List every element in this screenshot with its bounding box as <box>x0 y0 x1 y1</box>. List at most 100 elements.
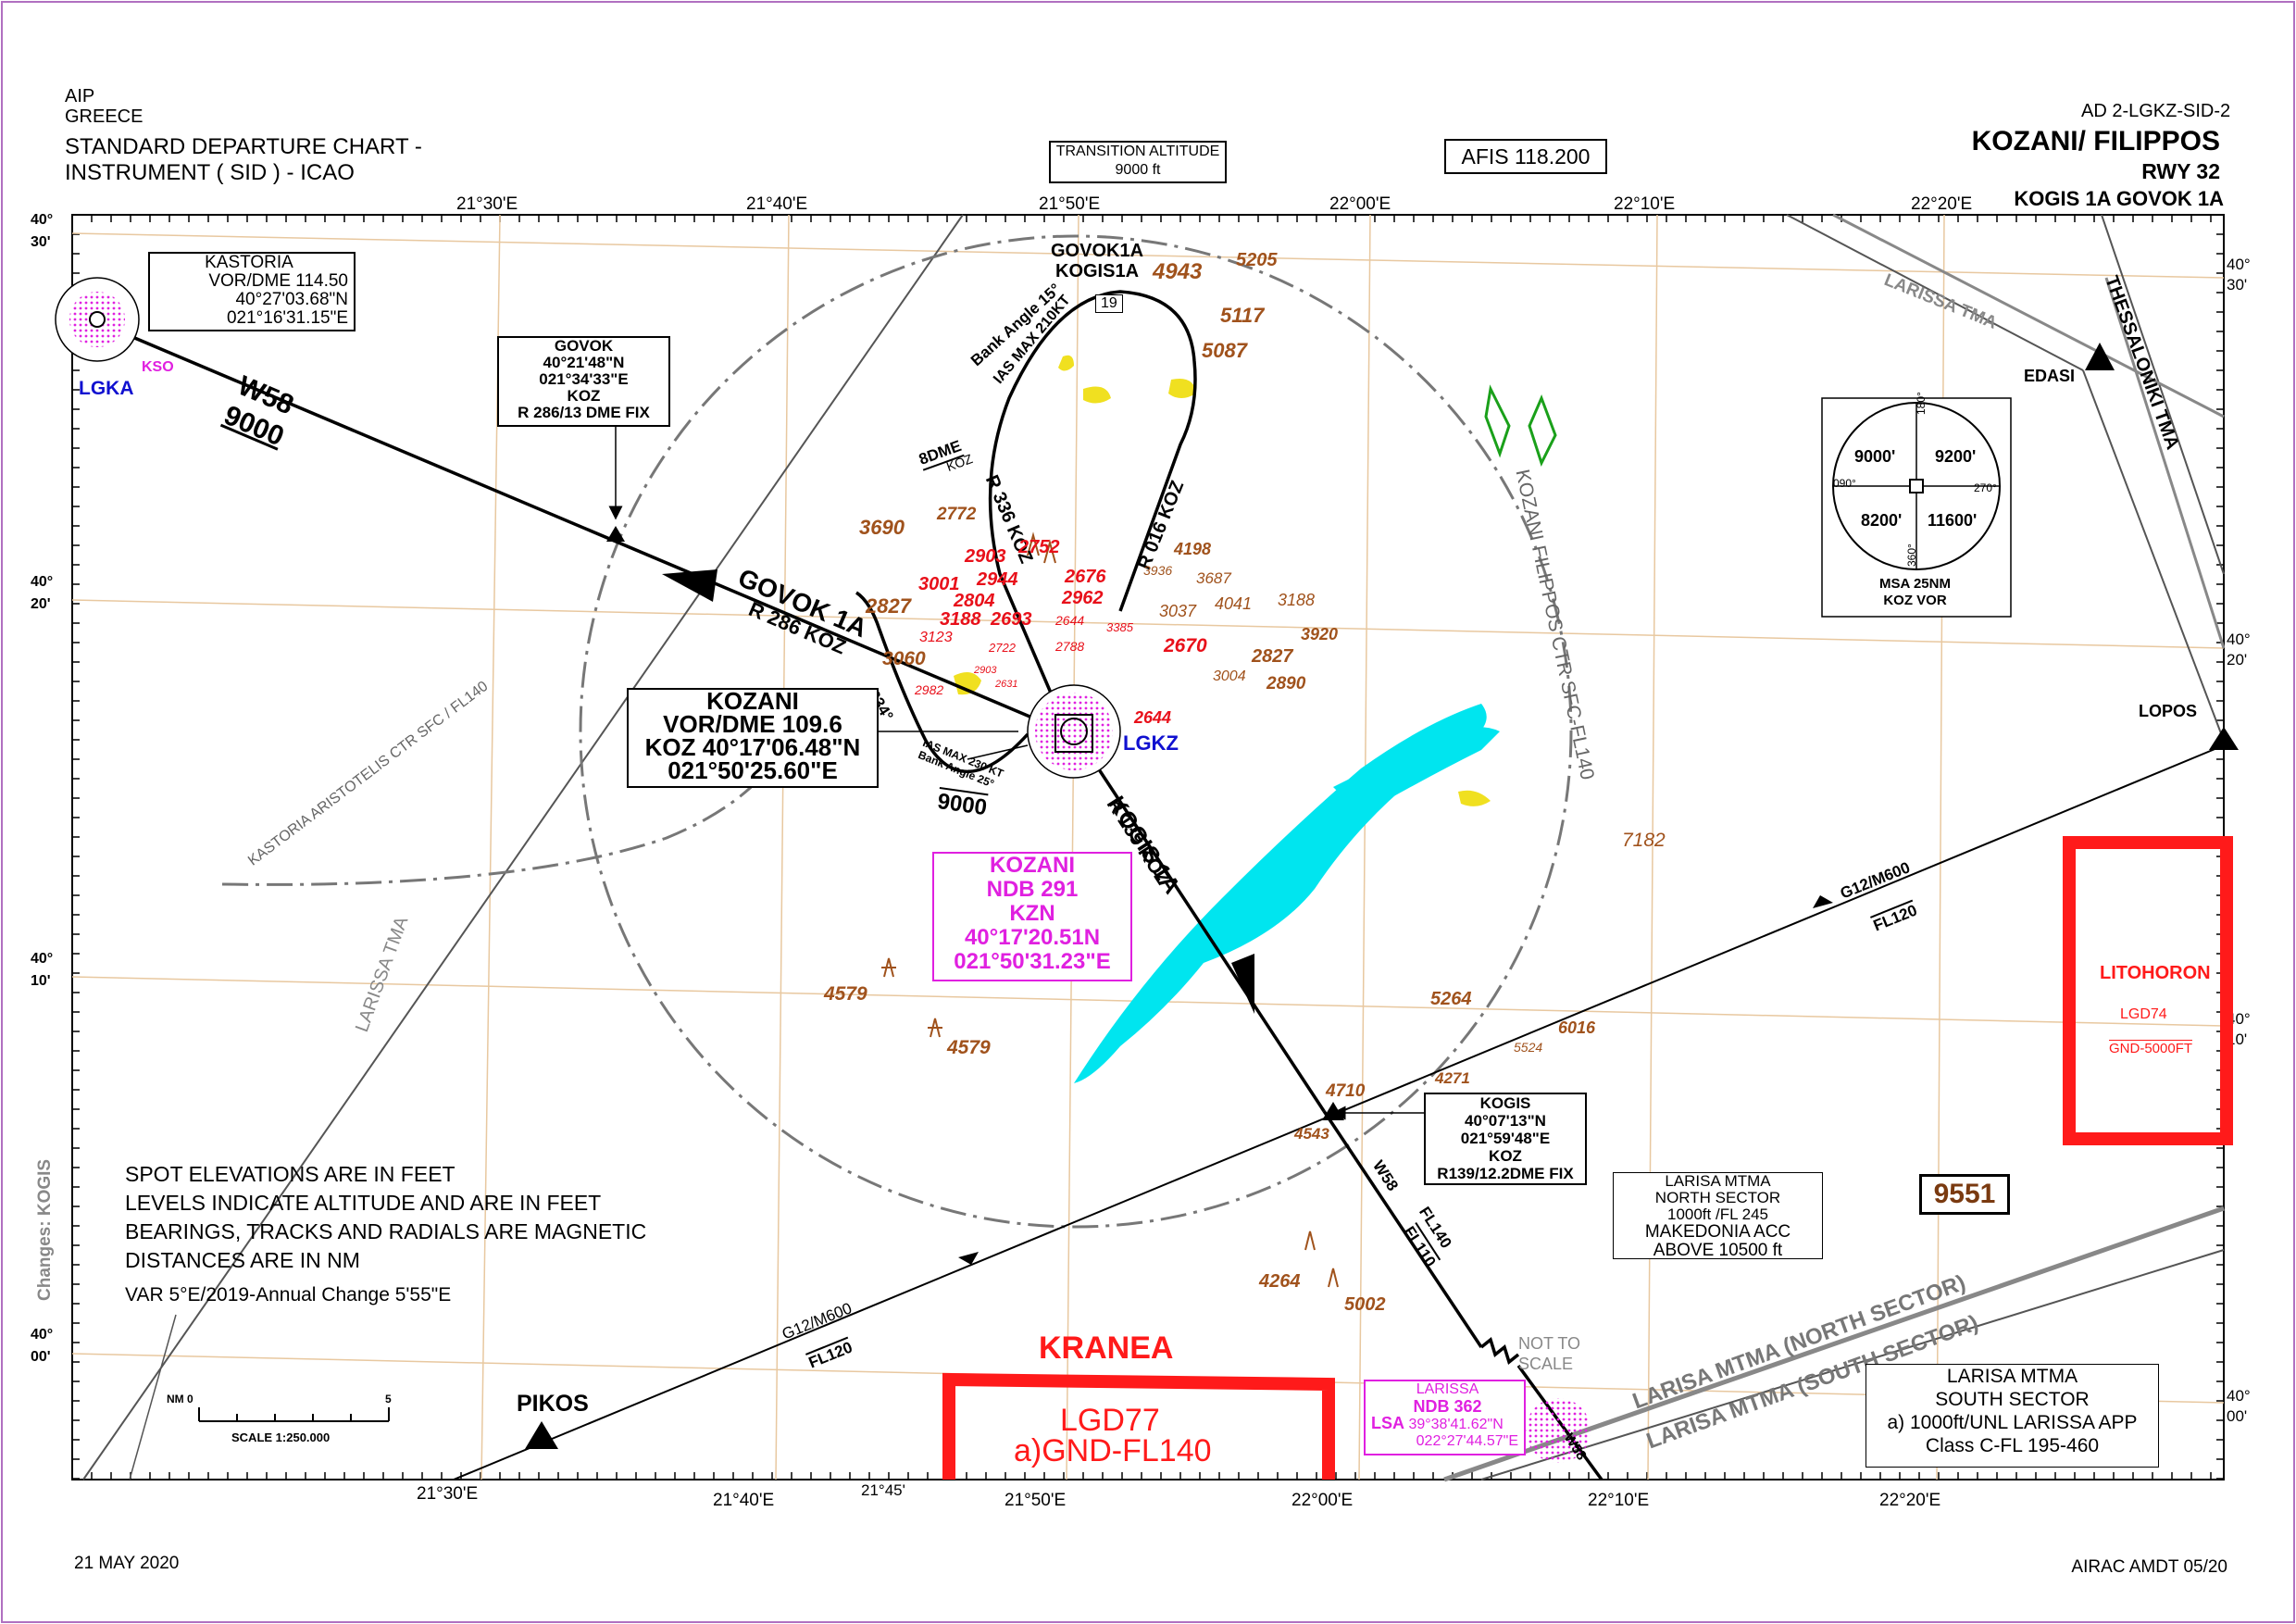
transition-altitude-label: TRANSITION ALTITUDE <box>1055 144 1220 159</box>
kozani-vor-symbol <box>1027 684 1121 779</box>
elev: 3690 <box>859 516 905 539</box>
chart-type-line-2: INSTRUMENT ( SID ) - ICAO <box>65 160 355 185</box>
elev: 5002 <box>1344 1294 1386 1315</box>
lat-left-4030: 40°30' <box>31 212 54 250</box>
elev: 3004 <box>1213 668 1246 684</box>
document-reference: AD 2-LGKZ-SID-2 <box>2081 101 2231 121</box>
elev: 4543 <box>1294 1125 1329 1143</box>
elev: 3060 <box>882 648 926 669</box>
runway-label: RWY 32 <box>2141 159 2220 183</box>
lat-right-4030: 40°30' <box>2227 256 2251 294</box>
transition-altitude-box: TRANSITION ALTITUDE 9000 ft <box>1049 141 1227 183</box>
elev: 2903 <box>965 546 1006 567</box>
kogis-info-box: KOGIS 40°07'13"N 021°59'48"E KOZ R139/12… <box>1424 1093 1587 1185</box>
elev: 3687 <box>1196 569 1231 587</box>
elev: 2722 <box>989 641 1016 655</box>
kozani-vor-box: KOZANI VOR/DME 109.6 KOZ 40°17'06.48"N 0… <box>627 688 879 788</box>
msa-sw: 8200' <box>1861 511 1903 530</box>
msa-360: 360° <box>1905 543 1918 567</box>
chart-type-line-1: STANDARD DEPARTURE CHART - <box>65 134 422 159</box>
kogis-triangle <box>1322 1102 1344 1120</box>
scale-zero: NM 0 <box>167 1393 193 1405</box>
elev: 5087 <box>1202 339 1247 362</box>
kranea-label: KRANEA <box>1039 1330 1174 1366</box>
lon-top-2220: 22°20'E <box>1911 194 1973 214</box>
town-1 <box>1058 355 1074 371</box>
country-label: GREECE <box>65 106 144 127</box>
ias-pointer <box>967 744 1029 760</box>
lon-top-2200: 22°00'E <box>1329 194 1391 214</box>
govok-info-box: GOVOK 40°21'48"N 021°34'33"E KOZ R 286/1… <box>497 336 670 427</box>
changes-leader <box>129 1314 177 1480</box>
lake-polymyti-north <box>1333 727 1500 815</box>
msa-090: 090° <box>1833 477 1856 490</box>
lgd74-limits: GND-5000FT <box>2109 1040 2193 1056</box>
elev: 4264 <box>1259 1271 1301 1292</box>
lat-left-4020: 40°20' <box>31 574 54 612</box>
elev: 2944 <box>977 569 1018 590</box>
g12-arrow-east <box>1813 895 1833 908</box>
elev: 6016 <box>1558 1018 1596 1037</box>
obstacle-symbols <box>881 531 1339 1288</box>
airport-title: KOZANI/ FILIPPOS <box>1971 126 2220 156</box>
elev: 5524 <box>1514 1040 1543 1055</box>
elev: 4710 <box>1326 1081 1366 1101</box>
litohoron-label: LITOHORON <box>2100 963 2211 983</box>
elev: 4943 <box>1153 259 1203 284</box>
transition-altitude-value: 9000 ft <box>1115 162 1161 178</box>
elev: 2772 <box>937 505 977 524</box>
pikos-triangle <box>525 1421 558 1449</box>
max-elevation-box: 9551 <box>1919 1174 2010 1215</box>
lon-top-2210: 22°10'E <box>1614 194 1676 214</box>
elev: 5117 <box>1220 304 1265 327</box>
litohoron-area <box>2063 836 2233 1145</box>
larissa-tma-boundary <box>1832 213 2225 418</box>
elev: 2752 <box>1018 537 1060 557</box>
town-3 <box>1168 379 1196 398</box>
kso-ident: KSO <box>142 359 174 375</box>
elev: 4579 <box>947 1037 991 1058</box>
footer-amendment: AIRAC AMDT 05/20 <box>2071 1557 2227 1577</box>
msa-ne: 9200' <box>1935 447 1977 466</box>
elev: 2670 <box>1164 635 1207 656</box>
elev: 3123 <box>919 630 953 645</box>
elev: 2644 <box>1055 613 1085 628</box>
g12-arrow-west <box>958 1252 979 1265</box>
dme19-label: 19 <box>1095 294 1123 313</box>
elev: 3936 <box>1143 563 1173 578</box>
elev: 2890 <box>1267 674 1306 693</box>
notes: SPOT ELEVATIONS ARE IN FEET LEVELS INDIC… <box>125 1162 647 1305</box>
lat-right-4020: 40°20' <box>2227 631 2251 668</box>
mtma-north-box: LARISA MTMA NORTH SECTOR 1000ft /FL 245 … <box>1613 1172 1823 1260</box>
larissa-ndb-box: LARISSA NDB 362 LSA 39°38'41.62"N 022°27… <box>1364 1380 1526 1455</box>
lon-bottom-2140: 21°40'E <box>713 1491 775 1510</box>
msa-diagram <box>1821 397 2012 618</box>
changes-note: Changes: KOGIS <box>35 1158 55 1301</box>
pikos-label: PIKOS <box>517 1391 589 1417</box>
elev: 4041 <box>1215 594 1253 613</box>
msa-se: 11600' <box>1928 511 1978 530</box>
lon-top-2130: 21°30'E <box>456 194 518 214</box>
mtma-south-box: LARISA MTMA SOUTH SECTOR a) 1000ft/UNL L… <box>1866 1364 2159 1468</box>
wind-farm-symbols <box>1484 384 1557 467</box>
larissa-ndb-symbol <box>1526 1398 1591 1463</box>
edasi-triangle <box>2085 343 2115 370</box>
elev: 3385 <box>1106 620 1133 634</box>
elev: 2644 <box>1134 708 1172 727</box>
elev: 2693 <box>991 609 1032 630</box>
kozani-ctr-circle <box>579 234 1573 1229</box>
elev: 2982 <box>915 682 944 697</box>
thessaloniki-tma-boundary <box>2104 277 2226 649</box>
lon-bottom-2200: 22°00'E <box>1292 1491 1354 1510</box>
govok-triangle <box>606 526 625 542</box>
lon-bottom-2145: 21°45' <box>861 1481 905 1499</box>
elev: 3037 <box>1159 602 1197 620</box>
msa-270: 270° <box>1974 481 1997 494</box>
elev: 3188 <box>940 609 981 630</box>
elev: 2788 <box>1055 639 1085 654</box>
